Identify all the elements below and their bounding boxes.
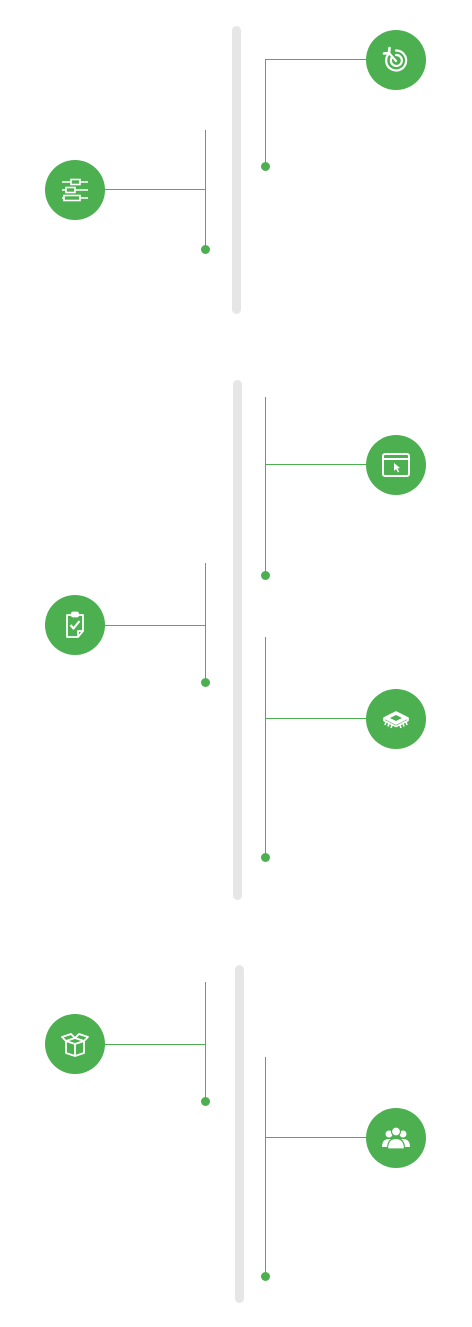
connector-vline-team xyxy=(265,1057,266,1276)
connector-dot-sliders xyxy=(201,245,210,254)
connector-dot-chip xyxy=(261,853,270,862)
chip-icon xyxy=(383,711,409,729)
connector-vline-target xyxy=(265,59,266,166)
connector-dot-team xyxy=(261,1272,270,1281)
connector-hline-team xyxy=(265,1137,367,1138)
sliders-icon-badge xyxy=(45,160,105,220)
connector-hline-sliders xyxy=(104,189,205,190)
open-box-icon-badge xyxy=(45,1014,105,1074)
target-icon xyxy=(382,46,408,72)
team-icon xyxy=(382,1126,410,1150)
connector-vline-box xyxy=(205,982,206,1101)
connector-hline-browser xyxy=(265,464,367,465)
open-box-icon xyxy=(61,1033,89,1057)
connector-dot-target xyxy=(261,162,270,171)
connector-hline-chip xyxy=(265,718,367,719)
target-icon-badge xyxy=(366,30,426,90)
clipboard-check-icon xyxy=(66,611,84,638)
clipboard-check-icon-badge xyxy=(45,595,105,655)
timeline-bar-3 xyxy=(235,965,244,1303)
sliders-icon xyxy=(62,178,88,202)
connector-hline-target xyxy=(265,59,367,60)
team-icon-badge xyxy=(366,1108,426,1168)
connector-vline-clipboard xyxy=(205,563,206,682)
timeline-bar-1 xyxy=(232,26,241,314)
connector-vline-chip xyxy=(265,637,266,857)
connector-dot-browser xyxy=(261,571,270,580)
connector-vline-sliders xyxy=(205,130,206,250)
connector-hline-box xyxy=(104,1044,205,1045)
browser-window-icon xyxy=(382,453,410,477)
connector-dot-box xyxy=(201,1097,210,1106)
chip-icon-badge xyxy=(366,689,426,749)
connector-dot-clipboard xyxy=(201,678,210,687)
timeline-bar-2 xyxy=(233,380,242,900)
browser-window-icon-badge xyxy=(366,435,426,495)
connector-vline-browser xyxy=(265,397,266,575)
connector-hline-clipboard xyxy=(104,625,205,626)
